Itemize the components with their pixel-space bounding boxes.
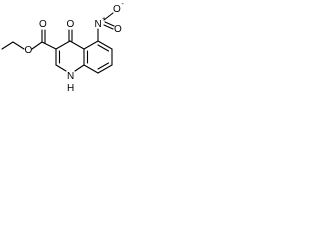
bond-c8a-n1 [74, 64, 85, 72]
structure-canvas: O O O N + O - O N H [0, 0, 148, 97]
bond-ch3-ch2 [1, 41, 14, 50]
atom-ester-o-top: O [39, 19, 47, 30]
atom-ester-o-link: O [25, 45, 33, 56]
bond-nitro-n-o-top [103, 12, 114, 21]
bond-c5-c6-inner [97, 44, 110, 52]
atom-nitro-n: N [95, 19, 102, 30]
atom-nitro-o-minus: - [122, 1, 125, 8]
bond-c7-c8-inner [97, 62, 110, 70]
bond-c4-c4a [69, 40, 85, 50]
bond-c5-c6 [97, 40, 113, 50]
molecule-drawing: O O O N + O - O N H [1, 1, 125, 94]
bond-nitro-n-o-bottom-1 [103, 24, 114, 30]
bond-o-carbonyl [31, 41, 43, 50]
bond-carbonyl-c3 [41, 41, 57, 50]
atom-ring-h: H [67, 83, 74, 94]
atom-nitro-o-top: O [113, 4, 121, 15]
bond-c3-c4 [55, 40, 71, 50]
atom-nitro-o-bottom: O [114, 24, 122, 35]
bond-c4a-c5 [83, 40, 99, 50]
atom-ring-n: N [67, 71, 74, 82]
bond-nitro-n-o-bottom-2 [104, 21, 115, 27]
atom-nitro-plus: + [102, 16, 106, 23]
atom-keto-o: O [67, 19, 75, 30]
bond-c8-c8a [83, 64, 99, 74]
bond-c2-n1 [55, 64, 67, 72]
bond-c7-c8 [97, 64, 113, 74]
bond-ch2-o [12, 41, 25, 50]
